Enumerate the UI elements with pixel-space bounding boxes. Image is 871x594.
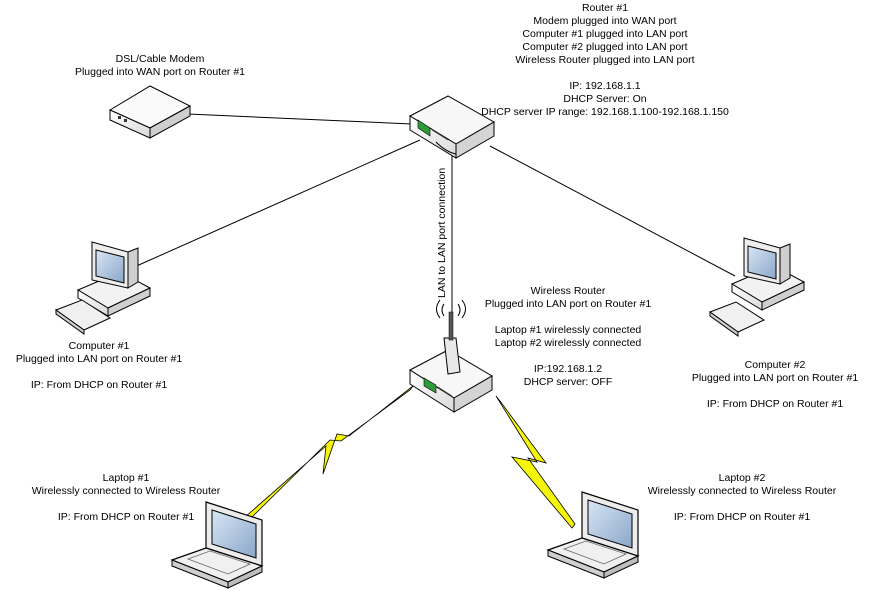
computer1-title: Computer #1 (68, 340, 130, 352)
laptop2-icon (546, 491, 640, 579)
wireless-router-line: Laptop #1 wirelessly connected (494, 324, 642, 336)
wireless-bolt-right (495, 395, 576, 529)
router1-line: Computer #1 plugged into LAN port (522, 28, 688, 40)
wireless-router-icon (409, 299, 493, 413)
computer2-line: Plugged into LAN port on Router #1 (691, 372, 859, 384)
computer1-line: IP: From DHCP on Router #1 (30, 379, 168, 391)
wireless-router-title: Wireless Router (530, 285, 606, 297)
wireless-bolt-left (242, 385, 414, 519)
laptop1-title: Laptop #1 (102, 472, 150, 484)
wireless-router-line: IP:192.168.1.2 (533, 363, 603, 375)
modem-line: Plugged into WAN port on Router #1 (74, 66, 246, 78)
laptop2-line (636, 498, 848, 511)
computer1-icon (54, 241, 152, 335)
router1-line: IP: 192.168.1.1 (569, 80, 641, 92)
router1-line: DHCP server IP range: 192.168.1.100-192.… (481, 106, 729, 118)
computer2-title: Computer #2 (744, 359, 806, 371)
laptop1-label: Laptop #1 Wirelessly connected to Wirele… (20, 472, 232, 524)
laptop1-line (20, 498, 232, 511)
laptop2-label: Laptop #2 Wirelessly connected to Wirele… (636, 472, 848, 524)
modem-title: DSL/Cable Modem (115, 53, 205, 65)
laptop2-line: IP: From DHCP on Router #1 (673, 511, 811, 523)
wireless-router-line (468, 311, 668, 324)
router1-label: Router #1 Modem plugged into WAN port Co… (470, 2, 740, 119)
router1-line: Computer #2 plugged into LAN port (522, 41, 688, 53)
link-modem-router1 (187, 113, 413, 125)
router1-line: Wireless Router plugged into LAN port (515, 54, 695, 66)
computer1-label: Computer #1 Plugged into LAN port on Rou… (0, 340, 198, 392)
wireless-router-label: Wireless Router Plugged into LAN port on… (468, 285, 668, 389)
router1-line: Modem plugged into WAN port (533, 15, 677, 27)
router1-line: DHCP Server: On (563, 93, 647, 105)
modem-icon (108, 85, 192, 139)
wireless-router-line (468, 350, 668, 363)
lan-link-label: LAN to LAN port connection (436, 167, 448, 298)
wireless-router-line: Plugged into LAN port on Router #1 (484, 298, 652, 310)
computer2-icon (708, 237, 806, 337)
computer1-line: Plugged into LAN port on Router #1 (15, 353, 183, 365)
router1-icon (408, 95, 496, 159)
wireless-router-line: Laptop #2 wirelessly connected (494, 337, 642, 349)
wireless-router-line: DHCP server: OFF (523, 376, 613, 388)
link-computer2-router1 (489, 145, 736, 277)
laptop2-title: Laptop #2 (718, 472, 766, 484)
computer2-line (680, 385, 870, 398)
laptop1-line: Wirelessly connected to Wireless Router (31, 485, 221, 497)
router1-title: Router #1 (581, 2, 629, 14)
computer2-label: Computer #2 Plugged into LAN port on Rou… (680, 359, 870, 411)
computer2-line: IP: From DHCP on Router #1 (706, 398, 844, 410)
link-computer1-router1 (131, 139, 421, 269)
laptop2-line: Wirelessly connected to Wireless Router (647, 485, 837, 497)
computer1-line (0, 366, 198, 379)
laptop1-icon (170, 501, 264, 589)
modem-label: DSL/Cable Modem Plugged into WAN port on… (50, 53, 270, 79)
router1-line (470, 67, 740, 80)
laptop1-line: IP: From DHCP on Router #1 (57, 511, 195, 523)
